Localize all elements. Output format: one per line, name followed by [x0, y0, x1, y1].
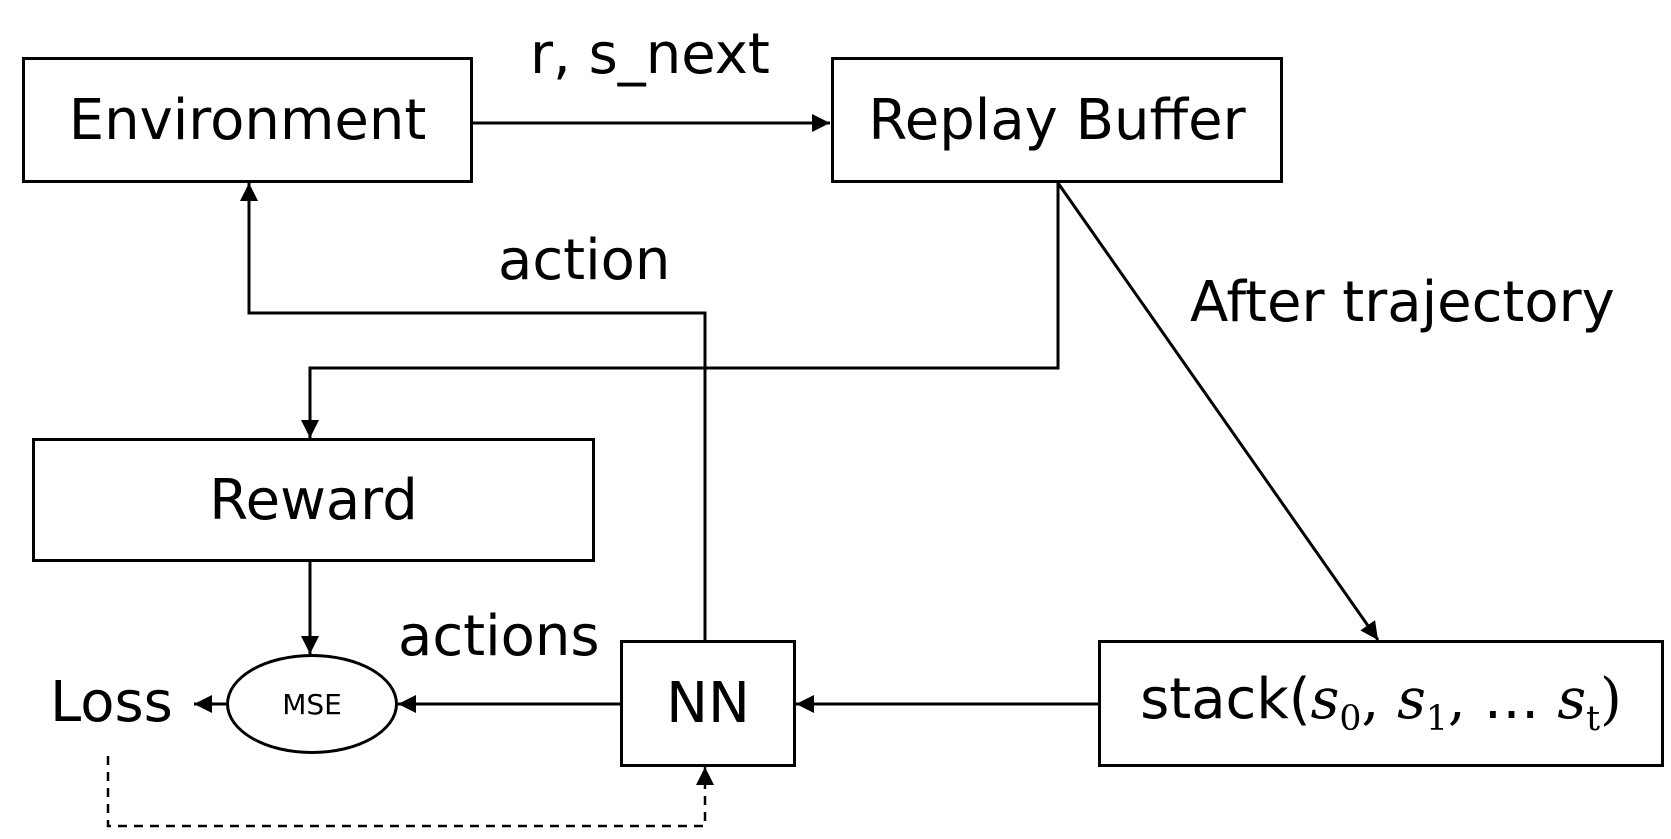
- stack-prefix: stack(: [1140, 667, 1311, 733]
- stack-s1: s1: [1397, 667, 1448, 740]
- loss-label: Loss: [50, 670, 173, 735]
- edge-label-actions: actions: [398, 604, 600, 669]
- stack-suffix: ): [1600, 667, 1622, 733]
- edge-label-action: action: [498, 228, 671, 293]
- mse-label: MSE: [282, 687, 342, 721]
- stack-st: st: [1557, 667, 1601, 740]
- reward-label: Reward: [209, 467, 418, 533]
- edge-replay-buffer-to-reward: [301, 183, 1060, 438]
- replay-buffer-label: Replay Buffer: [868, 87, 1246, 153]
- edge-label-r-s-next: r, s_next: [530, 22, 770, 87]
- edge-loss-to-nn-dashed: [106, 756, 714, 828]
- environment-label: Environment: [68, 87, 427, 153]
- stack-ellipsis: …: [1483, 667, 1558, 733]
- environment-box: Environment: [22, 57, 473, 183]
- edge-label-after-trajectory: After trajectory: [1190, 270, 1615, 335]
- mse-ellipse: MSE: [226, 654, 398, 754]
- edge-replay-buffer-to-stack: [1056, 182, 1380, 641]
- stack-box: stack(s0, s1, … st): [1098, 640, 1664, 767]
- stack-s0: s0: [1310, 667, 1362, 740]
- stack-formula: stack(s0, s1, … st): [1140, 667, 1622, 740]
- nn-label: NN: [666, 671, 750, 736]
- nn-box: NN: [620, 640, 796, 767]
- reward-box: Reward: [32, 438, 595, 562]
- replay-buffer-box: Replay Buffer: [831, 57, 1283, 183]
- edge-nn-to-environment: [240, 183, 707, 640]
